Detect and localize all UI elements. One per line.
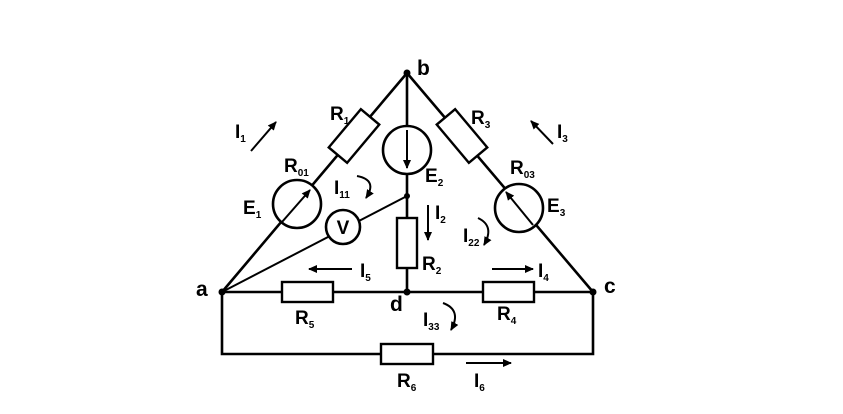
- node-label-c: c: [604, 275, 616, 298]
- current-arrows: [250, 120, 554, 367]
- label-i4: I4: [538, 261, 549, 284]
- loop-arrow-i33: [442, 302, 459, 331]
- wire-a-b: [220, 71, 409, 294]
- resistor-r2: [395, 216, 419, 270]
- resistor-r6: [379, 342, 435, 366]
- label-r2: R2: [422, 254, 442, 277]
- resistor-r5: [280, 280, 335, 304]
- label-i1: I1: [235, 122, 246, 145]
- arrow-i1: [250, 121, 277, 152]
- arrow-i3: [530, 120, 554, 145]
- wire-voltmeter: [221, 195, 408, 293]
- nodes: [218, 69, 597, 296]
- label-i5: I5: [360, 261, 371, 284]
- node-b-dot: [403, 69, 411, 77]
- label-r01: R01: [284, 156, 309, 179]
- source-e2: [381, 124, 433, 176]
- node-d-dot: [403, 288, 411, 296]
- loop-arrow-i11: [356, 175, 374, 199]
- node-voltmeter-dot: [404, 193, 410, 199]
- label-e2: E2: [425, 166, 444, 189]
- loop-arrow-i22: [477, 217, 492, 246]
- label-r4: R4: [497, 304, 517, 327]
- label-e1: E1: [243, 198, 262, 221]
- source-e1: [271, 178, 323, 230]
- label-r3: R3: [471, 108, 491, 131]
- resistor-r3: [435, 107, 489, 165]
- label-r6: R6: [397, 371, 417, 394]
- label-i33: I33: [423, 310, 440, 333]
- voltmeter: V: [324, 208, 362, 246]
- source-e3: [493, 182, 545, 234]
- wire-b-c: [405, 71, 595, 294]
- label-r1: R1: [330, 104, 350, 127]
- label-r03: R03: [510, 158, 535, 181]
- resistor-r1: [327, 107, 381, 165]
- node-label-b: b: [417, 57, 430, 80]
- voltmeter-symbol: V: [337, 218, 350, 239]
- node-label-a: a: [196, 278, 208, 301]
- resistor-r4: [481, 280, 536, 304]
- label-i3: I3: [557, 122, 568, 145]
- node-label-d: d: [390, 293, 403, 316]
- node-a-dot: [218, 288, 226, 296]
- label-r5: R5: [295, 308, 315, 331]
- label-i6: I6: [474, 371, 485, 394]
- label-i2: I2: [435, 203, 446, 226]
- label-i22: I22: [463, 226, 480, 249]
- label-i11: I11: [334, 178, 350, 201]
- label-e3: E3: [547, 196, 566, 219]
- node-c-dot: [589, 288, 597, 296]
